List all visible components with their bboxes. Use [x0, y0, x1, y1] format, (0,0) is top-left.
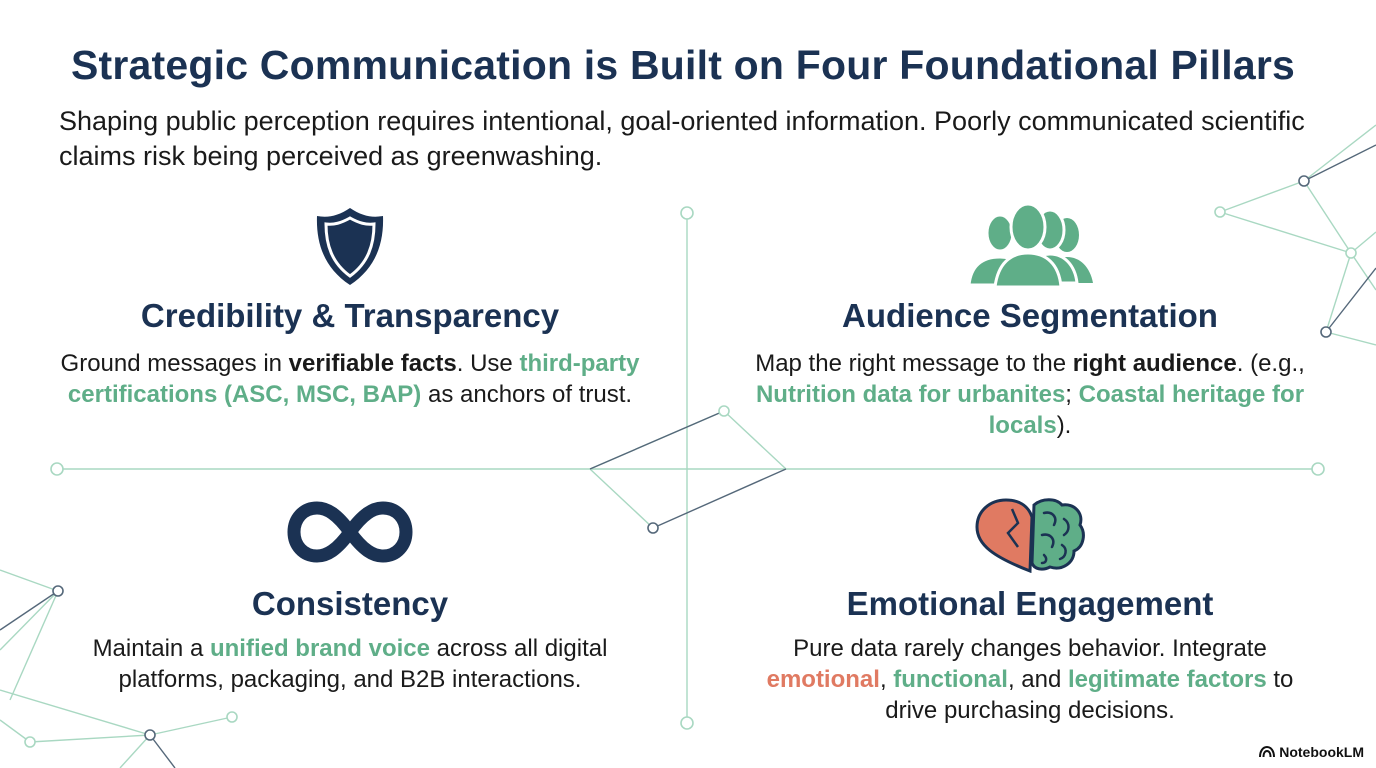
pillar-consistency: Consistency Maintain a unified brand voi… — [60, 495, 640, 715]
highlight-text: legitimate factors — [1067, 666, 1267, 693]
highlight-text: emotional — [766, 666, 880, 693]
pillar-heading: Emotional Engagement — [846, 585, 1214, 622]
shield-icon — [316, 208, 384, 285]
infinity-icon — [287, 501, 413, 563]
pillar-description: Maintain a unified brand voice across al… — [92, 635, 608, 693]
highlight-text: Coastal heritage for locals — [988, 381, 1305, 439]
pillar-description: Pure data rarely changes behavior. Integ… — [766, 635, 1294, 724]
pillar-heading: Audience Segmentation — [842, 297, 1218, 334]
highlight-text: unified brand voice — [209, 635, 430, 662]
notebooklm-logo-icon — [1259, 746, 1276, 758]
highlight-text: right audience — [1072, 350, 1237, 377]
highlight-text: functional — [893, 666, 1008, 693]
highlight-text: third-party certifications (ASC, MSC, BA… — [67, 350, 640, 408]
page-title: Strategic Communication is Built on Four… — [70, 42, 1296, 88]
pillar-credibility: Credibility & Transparency Ground messag… — [60, 200, 640, 450]
highlight-text: Nutrition data for urbanites — [755, 381, 1066, 408]
pillar-description: Ground messages in verifiable facts. Use… — [60, 350, 640, 408]
heart-brain-icon — [975, 498, 1085, 573]
people-group-icon — [967, 203, 1093, 289]
brand-label: NotebookLM — [1279, 744, 1364, 760]
notebooklm-brand: NotebookLM — [1259, 744, 1364, 760]
pillar-description: Map the right message to the right audie… — [755, 350, 1305, 439]
pillar-emotional-engagement: Emotional Engagement Pure data rarely ch… — [740, 495, 1320, 725]
pillar-heading: Consistency — [251, 585, 449, 622]
highlight-text: verifiable facts — [288, 350, 457, 377]
pillar-audience-segmentation: Audience Segmentation Map the right mess… — [740, 200, 1320, 450]
pillar-heading: Credibility & Transparency — [140, 297, 560, 334]
page-subtitle: Shaping public perception requires inten… — [59, 106, 1305, 171]
